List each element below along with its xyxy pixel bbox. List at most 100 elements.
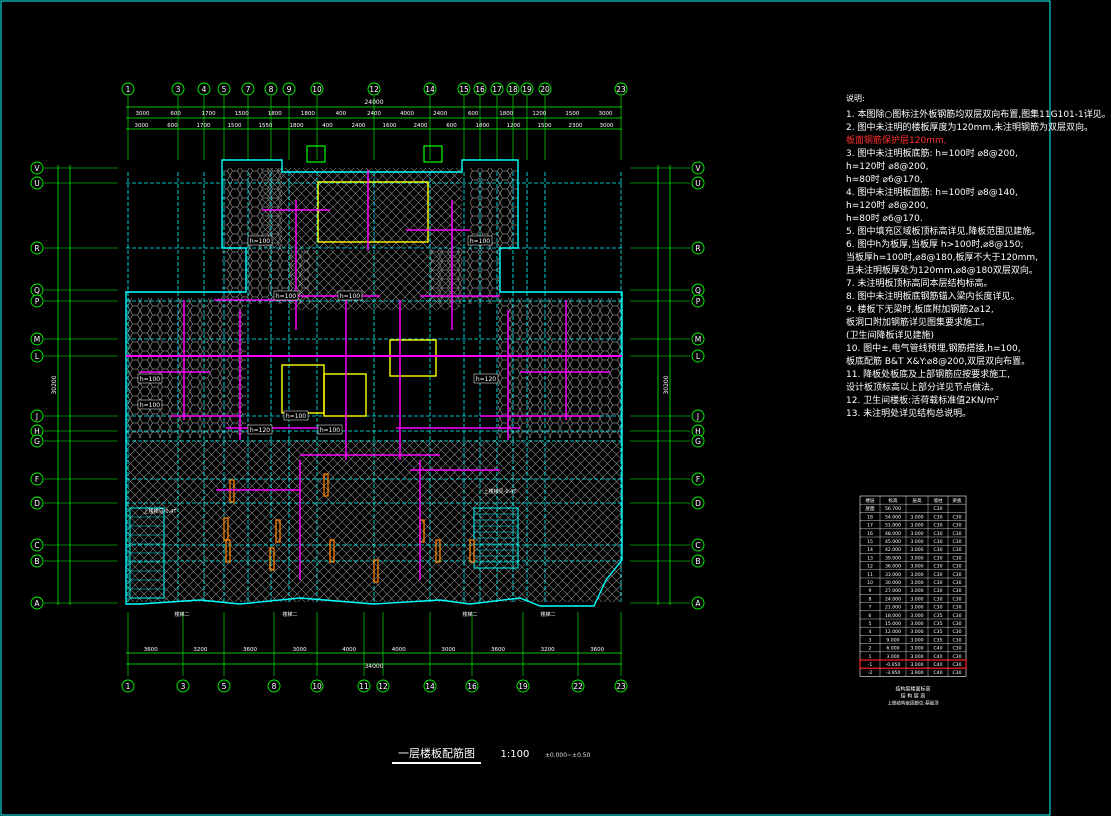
table-cell: 9 (869, 588, 872, 594)
table-caption: 结构层楼面标高 (895, 685, 930, 692)
grid-bubble (691, 496, 705, 510)
dim-top-row2: 600 (446, 123, 457, 129)
grid-bubble (121, 82, 135, 96)
table-cell: 12.000 (885, 629, 901, 635)
grid-bubble (691, 409, 705, 423)
slab-thickness-box (473, 373, 499, 384)
shear-wall-column (329, 539, 335, 563)
grid-bubble-label: U (695, 179, 701, 188)
shaft (423, 145, 443, 163)
table-cell: -0.050 (886, 662, 901, 668)
drawing-title-block: 一层楼板配筋图 1:100 ±0.000~±0.50 (392, 745, 590, 764)
grid-bubble (30, 241, 44, 255)
table-cell: C30 (952, 547, 961, 553)
note-line: 且未注明板厚处为120mm,⌀8@180双层双向。 (846, 266, 1038, 276)
grid-bubble-label: G (695, 437, 701, 446)
note-line: 5. 图中填充区域板顶标高详见,降板范围见建施。 (846, 227, 1041, 237)
grid-bubble (473, 82, 487, 96)
dim-top-row2: 400 (322, 123, 333, 129)
grid-bubble (176, 679, 190, 693)
grid-bubble (516, 679, 530, 693)
slab-thickness-box (273, 290, 299, 301)
table-cell: C30 (952, 662, 961, 668)
grid-bubble-label: V (34, 164, 40, 173)
grid-bubble (30, 434, 44, 448)
grid-bubble-label: 23 (616, 85, 626, 94)
table-cell: 3.000 (910, 662, 923, 668)
table-cell: C30 (952, 588, 961, 594)
dim-top-row1: 1500 (565, 111, 579, 117)
dim-top-row2: 1550 (259, 123, 273, 129)
note-line: 2. 图中未注明的楼板厚度为120mm,未注明钢筋为双层双向。 (846, 123, 1094, 133)
table-cell: 30.000 (885, 580, 901, 586)
grid-bubble (423, 679, 437, 693)
grid-bubble-label: 16 (475, 85, 485, 94)
table-cell: 15 (867, 539, 873, 545)
stair-label: 上楼梯见-0.4T (484, 488, 518, 495)
grid-bubble (376, 679, 390, 693)
table-cell: 4 (869, 629, 872, 635)
notes-lines: 1. 本图除○图标注外板钢筋均双层双向布置,图集11G101-1详见。2. 图中… (846, 109, 1111, 421)
dim-top-row2: 1200 (507, 123, 521, 129)
table-cell: 3.000 (886, 654, 899, 660)
grid-lines-layer (44, 96, 690, 676)
table-cell: C35 (933, 637, 942, 643)
note-line: 板洞口附加钢筋详见图集要求施工。 (846, 318, 991, 328)
dim-top-row1: 2400 (367, 111, 381, 117)
design-notes: 说明: 1. 本图除○图标注外板钢筋均双层双向布置,图集11G101-1详见。2… (846, 92, 1111, 421)
grid-bubble-label: 3 (181, 682, 186, 691)
stair-label: 上楼梯见-0.4T (144, 508, 178, 515)
table-header-cell: 层高 (912, 497, 922, 504)
grid-bubble (30, 294, 44, 308)
slab-hatch-hex (126, 298, 246, 438)
dim-top-row2: 1500 (538, 123, 552, 129)
grid-bubble (423, 82, 437, 96)
grid-bubble (691, 349, 705, 363)
table-cell: 56.700 (885, 506, 901, 512)
grid-bubble (171, 82, 185, 96)
slab-thickness-label: h=100 (470, 238, 490, 245)
dim-right-total: 30200 (663, 375, 670, 394)
grid-bubble-label: 5 (222, 85, 227, 94)
table-cell: 12 (867, 564, 873, 570)
note-line: h=120时 ⌀8@200, (846, 201, 929, 211)
core-wall (323, 373, 367, 417)
table-cell: C30 (952, 605, 961, 611)
note-line: 3. 图中未注明板底筋: h=100时 ⌀8@200, (846, 149, 1018, 159)
slab-hatch-hex (498, 298, 622, 438)
grid-bubble (571, 679, 585, 693)
table-cell: C30 (952, 654, 961, 660)
dim-top-row1: 600 (468, 111, 479, 117)
table-cell: C30 (952, 555, 961, 561)
table-cell: C30 (933, 572, 942, 578)
grid-bubble (241, 82, 255, 96)
note-line: h=80时 ⌀6@170. (846, 214, 923, 224)
grid-bubble-label: J (35, 412, 38, 421)
grid-bubble-label: 18 (508, 85, 518, 94)
table-header-cell: 墙柱 (933, 497, 943, 504)
table-cell: -1 (868, 662, 873, 668)
grid-bubble (121, 679, 135, 693)
grid-bubble-label: D (34, 499, 40, 508)
table-cell: 9.000 (886, 637, 899, 643)
dim-top-row2: 1800 (476, 123, 490, 129)
table-cell: 3.000 (910, 539, 923, 545)
dim-top-row2: 600 (167, 123, 178, 129)
table-cell: 24.000 (885, 596, 901, 602)
grid-bubble (30, 161, 44, 175)
drawing-title: 一层楼板配筋图 (392, 745, 481, 764)
table-cell: C30 (952, 613, 961, 619)
slab-thickness-box (317, 424, 343, 435)
grid-bubble (520, 82, 534, 96)
grid-bubble (465, 679, 479, 693)
grid-bubble (457, 82, 471, 96)
grid-bubble-label: B (34, 557, 39, 566)
grid-bubble-label: G (34, 437, 40, 446)
table-cell: C40 (933, 662, 942, 668)
table-cell: 21.000 (885, 605, 901, 611)
grid-bubble-label: M (695, 335, 701, 344)
grid-bubble-label: D (695, 499, 701, 508)
